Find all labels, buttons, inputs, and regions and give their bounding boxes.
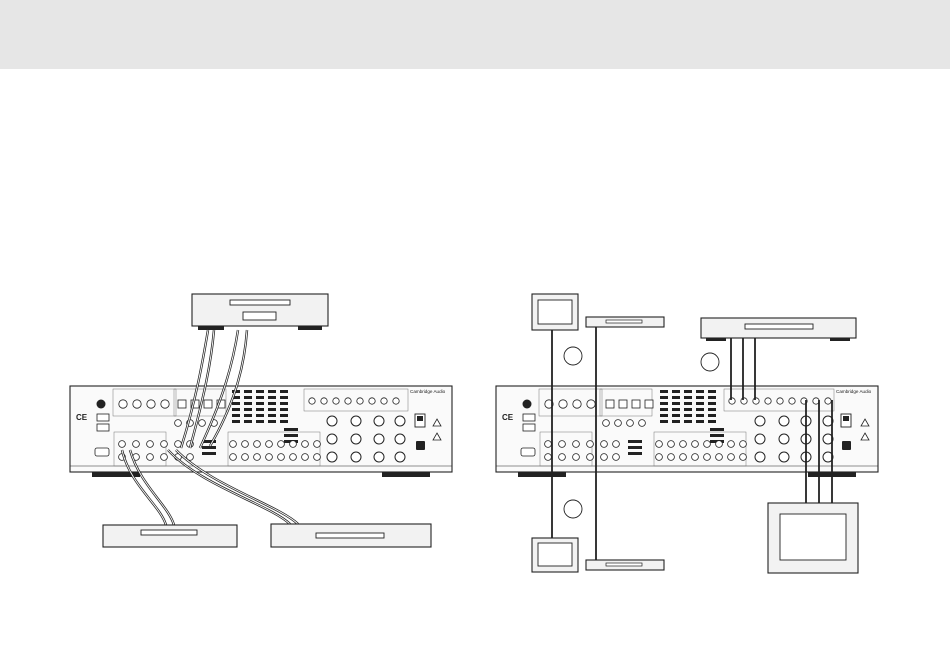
- wide-device-top: [701, 318, 856, 341]
- left-diagram: CE Cambridge Audio: [70, 294, 452, 547]
- small-device-top: [586, 317, 664, 327]
- ce-mark: CE: [76, 413, 88, 422]
- monitor-bottom-left: [532, 538, 578, 572]
- brand-label-right: Cambridge Audio: [836, 389, 872, 394]
- source-device-bottom-right: [271, 524, 431, 547]
- source-device-bottom-left: [103, 525, 237, 547]
- source-device-top: [192, 294, 328, 330]
- callout-c: [564, 500, 582, 518]
- ce-mark-right: CE: [502, 413, 514, 422]
- monitor-top-left: [532, 294, 578, 330]
- brand-label: Cambridge Audio: [410, 389, 446, 394]
- receiver-rear-panel-right: CE Cambridge Audio: [496, 386, 878, 477]
- callout-a: [564, 347, 582, 365]
- right-diagram: CE Cambridge Audio: [496, 294, 878, 573]
- callout-b: [701, 353, 719, 371]
- television-right: [768, 503, 858, 573]
- small-device-bottom: [586, 560, 664, 570]
